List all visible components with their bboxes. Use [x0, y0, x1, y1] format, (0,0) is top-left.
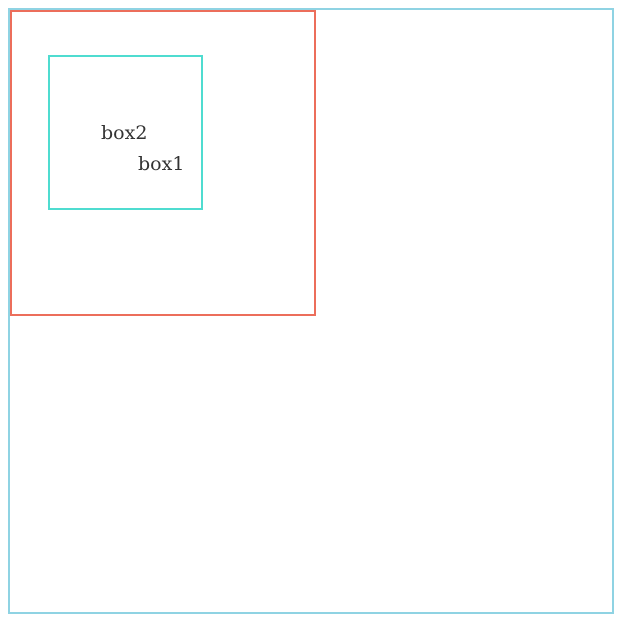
teal-box	[48, 55, 203, 210]
box2-label: box2	[101, 122, 148, 144]
box1-label: box1	[138, 153, 185, 175]
red-box	[10, 10, 316, 316]
outer-container-box	[8, 8, 614, 614]
